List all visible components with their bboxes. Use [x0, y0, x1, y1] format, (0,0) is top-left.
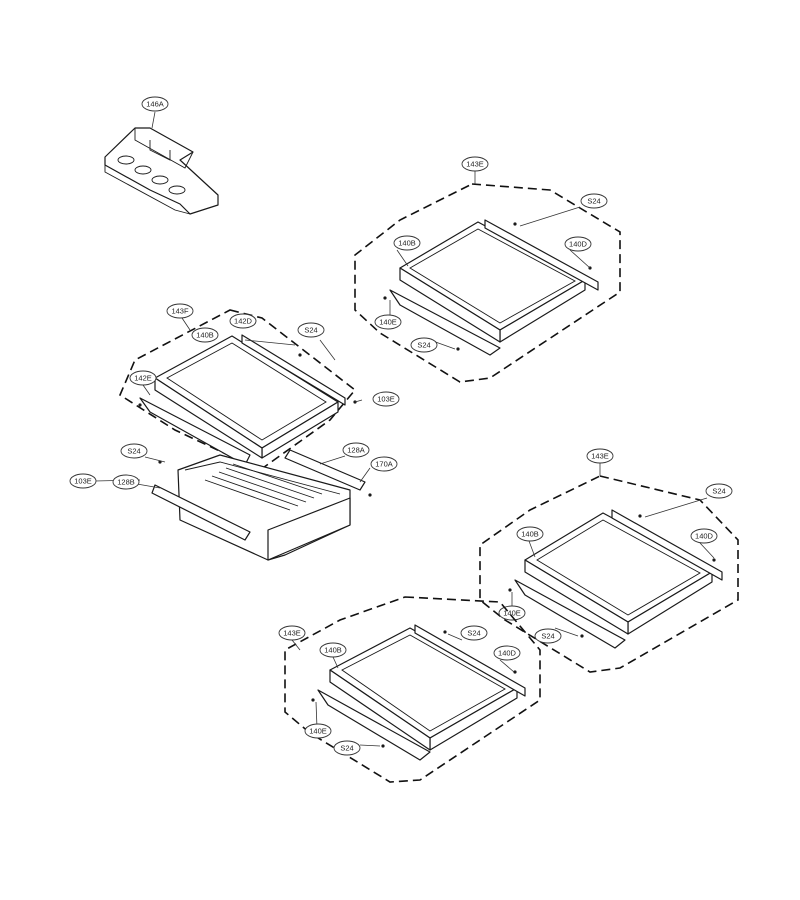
svg-text:128B: 128B [117, 478, 135, 487]
label-142e: 142E [129, 370, 157, 386]
svg-text:S24: S24 [467, 629, 480, 638]
svg-text:142D: 142D [234, 317, 253, 326]
svg-text:S24: S24 [340, 744, 353, 753]
label-103e-right: 103E [372, 391, 400, 407]
label-s24-top-a: S24 [580, 193, 608, 209]
shelf-assembly-bottom [284, 596, 541, 783]
svg-text:103E: 103E [74, 477, 92, 486]
svg-text:143E: 143E [591, 452, 609, 461]
label-s24-bottom-a: S24 [460, 625, 488, 641]
svg-text:140D: 140D [569, 240, 588, 249]
shelf-assembly-right [479, 463, 739, 673]
label-140b-right: 140B [516, 526, 544, 542]
label-s24-left-b: S24 [120, 443, 148, 459]
label-140e-top: 140E [374, 314, 402, 330]
svg-text:S24: S24 [417, 341, 430, 350]
svg-text:142E: 142E [134, 374, 152, 383]
svg-text:140B: 140B [521, 530, 539, 539]
shelf-drawer-assembly-left [94, 309, 372, 561]
label-142d: 142D [229, 313, 257, 329]
svg-text:140E: 140E [309, 727, 327, 736]
label-s24-left-a: S24 [297, 322, 325, 338]
label-s24-right-a: S24 [705, 483, 733, 499]
svg-text:103E: 103E [377, 395, 395, 404]
svg-text:140E: 140E [379, 318, 397, 327]
svg-text:S24: S24 [304, 326, 317, 335]
svg-text:128A: 128A [347, 446, 365, 455]
egg-tray-part [104, 111, 219, 215]
svg-text:S24: S24 [712, 487, 725, 496]
svg-text:S24: S24 [127, 447, 140, 456]
label-s24-bottom-b: S24 [333, 740, 361, 756]
label-146a: 146A [141, 96, 169, 112]
label-170a: 170A [370, 456, 398, 472]
svg-text:140D: 140D [498, 649, 517, 658]
shelf-assembly-top [354, 171, 621, 383]
label-143f: 143F [166, 303, 194, 319]
label-128a: 128A [342, 442, 370, 458]
label-103e-left: 103E [69, 473, 97, 489]
svg-text:143E: 143E [466, 160, 484, 169]
label-140d-top: 140D [564, 236, 592, 252]
svg-text:S24: S24 [541, 632, 554, 641]
svg-text:170A: 170A [375, 460, 393, 469]
svg-text:140B: 140B [196, 331, 214, 340]
label-143e-bottom: 143E [278, 625, 306, 641]
svg-text:140B: 140B [398, 239, 416, 248]
label-140b-top: 140B [393, 235, 421, 251]
label-s24-top-b: S24 [410, 337, 438, 353]
svg-text:140B: 140B [324, 646, 342, 655]
svg-text:140E: 140E [503, 609, 521, 618]
label-143e-top: 143E [461, 156, 489, 172]
label-140e-right: 140E [498, 605, 526, 621]
label-140d-bottom: 140D [493, 645, 521, 661]
label-128b: 128B [112, 474, 140, 490]
svg-text:140D: 140D [695, 532, 714, 541]
label-143e-right: 143E [586, 448, 614, 464]
svg-text:S24: S24 [587, 197, 600, 206]
svg-text:146A: 146A [146, 100, 164, 109]
label-140d-right: 140D [690, 528, 718, 544]
svg-text:143F: 143F [171, 307, 189, 316]
label-140e-bottom: 140E [304, 723, 332, 739]
label-s24-right-b: S24 [534, 628, 562, 644]
label-140b-bottom: 140B [319, 642, 347, 658]
svg-text:143E: 143E [283, 629, 301, 638]
label-140b-left: 140B [191, 327, 219, 343]
